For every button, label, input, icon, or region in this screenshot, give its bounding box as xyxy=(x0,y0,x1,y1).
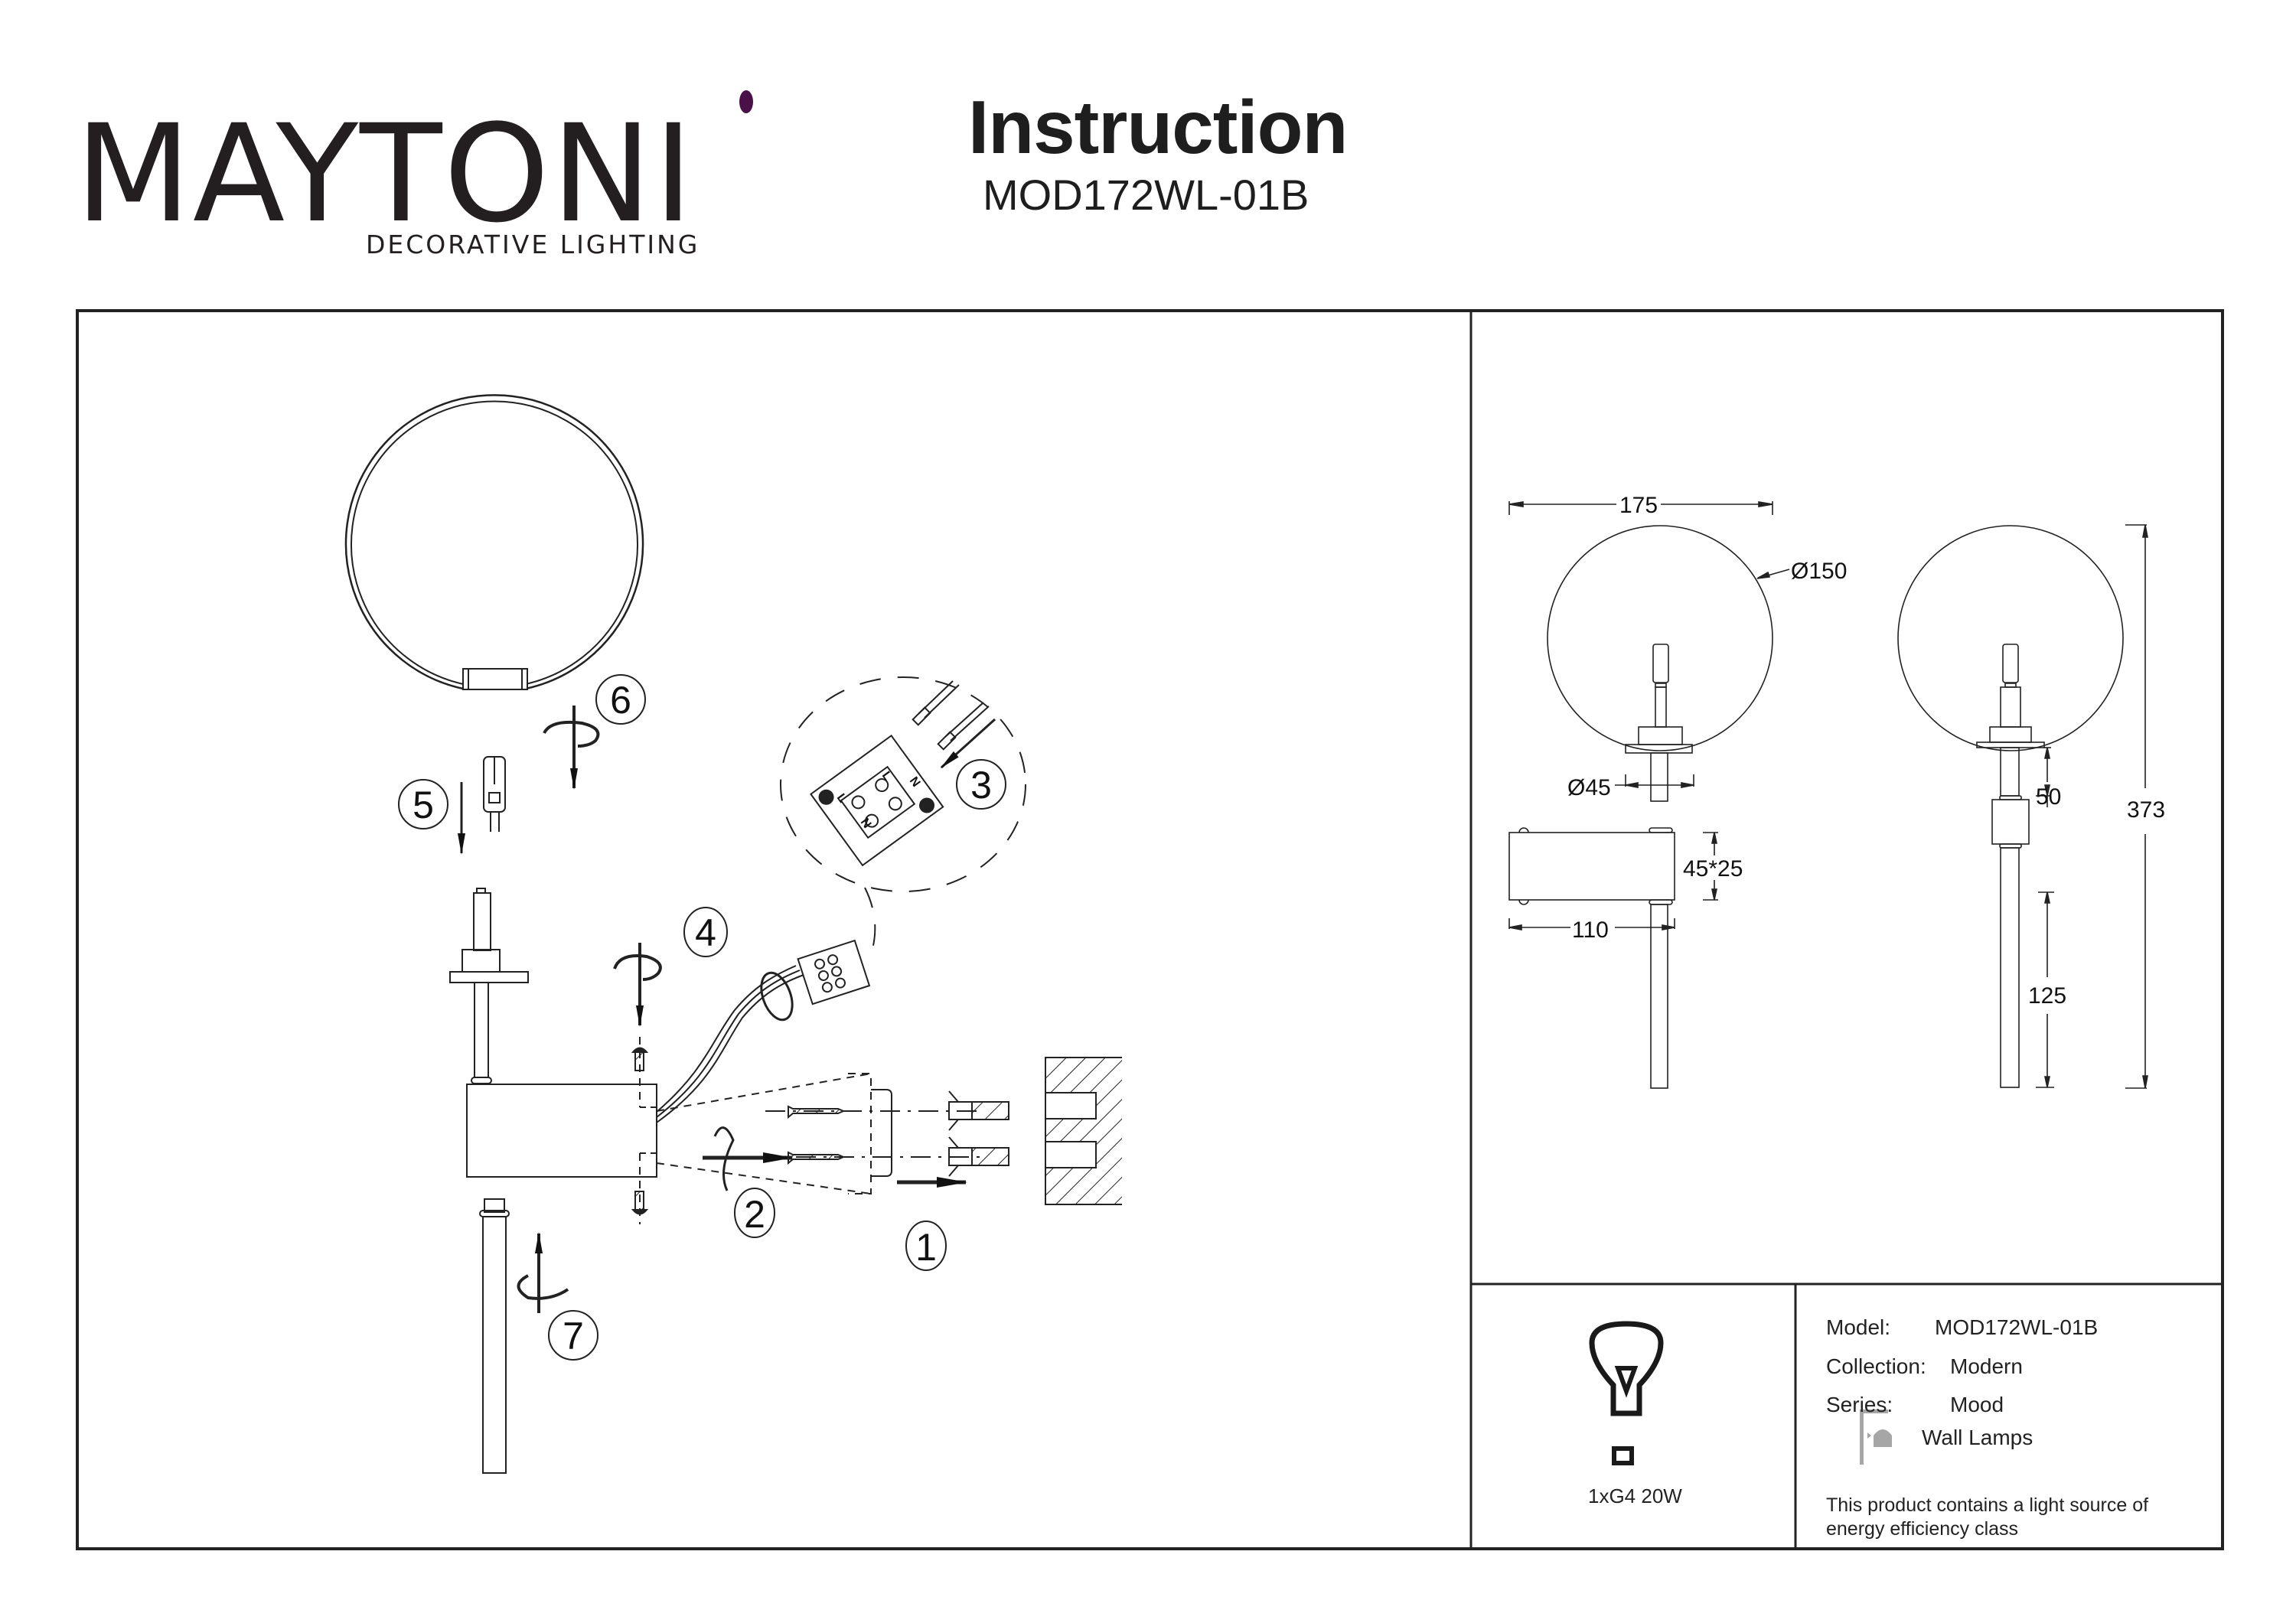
mounting-box-part xyxy=(466,1084,657,1178)
brand-logo: MAYTONI xyxy=(75,90,753,242)
category-label: Wall Lamps xyxy=(1922,1426,2033,1449)
rotate-arrow-step2 xyxy=(703,1126,794,1191)
terminal-label-n-top: N xyxy=(907,774,923,789)
wood-screw-top xyxy=(765,1105,980,1119)
sheet-border xyxy=(76,309,2224,1550)
terminal-label-n-bottom: N xyxy=(858,816,874,830)
supply-wires xyxy=(656,965,804,1123)
step-5-badge xyxy=(398,779,448,829)
dim-lower-rod: 125 xyxy=(2028,983,2066,1009)
wall-plug-top xyxy=(948,1090,1009,1131)
step-badges xyxy=(398,674,1006,1361)
terminal-block-detail xyxy=(810,735,944,867)
front-view-drawing xyxy=(1508,501,1790,1089)
step-2-label: 2 xyxy=(744,1193,765,1236)
dim-overall-height: 373 xyxy=(2127,797,2165,823)
step-4-label: 4 xyxy=(695,911,716,954)
dimension-labels: 175 Ø150 Ø45 45*25 110 50 125 373 xyxy=(1567,493,2165,1009)
assembly-diagram xyxy=(344,394,1122,1474)
wood-screw-bottom xyxy=(788,1151,980,1165)
terminal-block-small xyxy=(797,939,871,1005)
spec-collection-label: Collection: xyxy=(1826,1354,1926,1378)
side-view-drawing xyxy=(1897,524,2148,1089)
dim-upper-rod: 50 xyxy=(2036,784,2061,810)
dim-shade-diameter: Ø150 xyxy=(1791,559,1847,584)
spec-series-value: Mood xyxy=(1950,1393,2004,1416)
light-bulb-icon xyxy=(1589,1321,1664,1465)
step-6-label: 6 xyxy=(610,679,631,722)
rotate-arrow-step7 xyxy=(517,1232,569,1313)
brand-tagline: DECORATIVE LIGHTING xyxy=(366,230,700,259)
wall-section xyxy=(1045,1057,1122,1205)
wire-ends-detail xyxy=(912,680,996,769)
step-3-label: 3 xyxy=(970,764,992,807)
wall-lamp-icon xyxy=(1860,1410,1892,1465)
detail-callout-bubble xyxy=(780,676,1026,892)
dim-projection: 110 xyxy=(1572,917,1609,943)
logo-dot xyxy=(739,90,753,113)
model-code: MOD172WL-01B xyxy=(983,171,1309,219)
page-title: Instruction xyxy=(968,85,1348,169)
step-7-badge xyxy=(548,1310,598,1361)
dim-overall-width: 175 xyxy=(1619,493,1658,518)
screw-top xyxy=(631,1037,649,1107)
brand-name: MAYTONI xyxy=(75,96,695,253)
mounting-bracket xyxy=(640,1073,892,1194)
step-1-badge xyxy=(905,1221,947,1271)
rotate-arrow-step6 xyxy=(543,706,600,790)
screw-bottom xyxy=(631,1153,649,1224)
wall-plug-bottom xyxy=(948,1136,1009,1177)
lower-rod-part xyxy=(479,1198,510,1474)
spec-model-value: MOD172WL-01B xyxy=(1935,1315,2099,1339)
step-7-label: 7 xyxy=(563,1315,584,1357)
step-numbers: 1 2 3 4 5 6 7 xyxy=(413,679,992,1357)
step-4-badge xyxy=(683,907,728,957)
bulb-spec: 1xG4 20W xyxy=(1588,1484,1682,1507)
dim-canopy-diameter: Ø45 xyxy=(1567,775,1611,800)
glass-shade-part xyxy=(344,394,644,690)
g4-bulb-part xyxy=(458,756,506,855)
spec-collection-value: Modern xyxy=(1950,1354,2023,1378)
step-5-label: 5 xyxy=(413,784,434,826)
rotate-arrow-step4 xyxy=(613,943,662,1027)
step-2-badge xyxy=(734,1188,775,1238)
dim-box-section: 45*25 xyxy=(1683,856,1743,882)
terminal-label-l-bottom: L xyxy=(834,791,850,805)
spec-model-label: Model: xyxy=(1826,1315,1891,1339)
energy-efficiency-note: This product contains a light source of … xyxy=(1826,1494,2149,1540)
spec-series-label: Series: xyxy=(1826,1393,1893,1416)
step-6-badge xyxy=(595,674,646,725)
step-3-badge xyxy=(956,759,1006,810)
upper-stem-part xyxy=(449,888,529,1084)
step-1-label: 1 xyxy=(915,1226,937,1269)
